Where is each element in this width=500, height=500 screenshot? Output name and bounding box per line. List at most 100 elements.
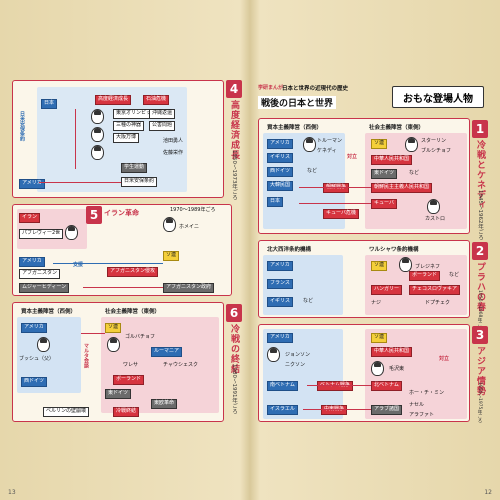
invasion-box: アフガニスタン侵攻 bbox=[107, 267, 159, 277]
johnson-face bbox=[267, 347, 280, 362]
johnson-label: ジョンソン bbox=[285, 352, 311, 358]
student-movement-box: 学生運動 bbox=[121, 163, 148, 173]
east-header: 社会主義陣営（東側） bbox=[369, 125, 425, 131]
uk-box: イギリス bbox=[267, 153, 294, 163]
section-6-number: 6 bbox=[226, 304, 242, 322]
east-header: 社会主義陣営（東側） bbox=[105, 309, 161, 315]
america-box: アメリカ bbox=[21, 323, 47, 333]
america-box: アメリカ bbox=[19, 257, 45, 267]
section-5-dates: 1970〜1989年ごろ bbox=[170, 207, 216, 213]
security-treaty-box: 日米安保条約 bbox=[121, 177, 158, 187]
oil-crisis-box: 石油危機 bbox=[143, 95, 170, 105]
castro-label: カストロ bbox=[425, 216, 446, 222]
nato-header: 北大西洋条約機構 bbox=[267, 247, 312, 253]
connector-line bbox=[307, 385, 371, 386]
west-germany-box: 西ドイツ bbox=[267, 167, 294, 177]
mao-label: 毛沢東 bbox=[389, 366, 405, 372]
west-header: 資本主義陣営（西側） bbox=[21, 309, 77, 315]
america-box: アメリカ bbox=[267, 333, 293, 343]
dubcek-label: ドプチェク bbox=[425, 300, 451, 306]
truman-face bbox=[303, 137, 316, 152]
section-1-title: 冷戦とケネディ bbox=[475, 140, 485, 210]
khomeini-label: ホメイニ bbox=[179, 224, 200, 230]
ho-chi-minh-label: ホー・チ・ミン bbox=[409, 390, 445, 396]
connector-line bbox=[303, 409, 371, 410]
expo-box: 大阪万博 bbox=[113, 133, 140, 143]
soviet-box: ソ連 bbox=[105, 323, 122, 333]
connector-line bbox=[81, 333, 105, 334]
pahlavi-face bbox=[65, 225, 78, 240]
afghan-govt-box: アフガニスタン政府 bbox=[163, 283, 215, 293]
america-box: アメリカ bbox=[19, 179, 45, 189]
right-page-number: 12 bbox=[484, 489, 492, 496]
characters-title-box: おもな登場人物 bbox=[392, 86, 484, 108]
east-europe-revolution-box: 東欧革命 bbox=[151, 399, 178, 409]
korea-box: 大韓民国 bbox=[267, 181, 294, 191]
poland-box: ポーランド bbox=[113, 375, 145, 385]
iran-box: イラン bbox=[19, 213, 41, 223]
support-label: 支援 bbox=[73, 262, 84, 268]
pahlavi-box: パフレヴィー2世 bbox=[19, 229, 64, 239]
section-3-dates: 1950〜1975年ごろ bbox=[477, 382, 482, 423]
warsaw-header: ワルシャワ条約機構 bbox=[369, 247, 419, 253]
france-box: フランス bbox=[267, 279, 293, 289]
left-page-number: 13 bbox=[8, 489, 16, 496]
soviet-box: ソ連 bbox=[163, 251, 180, 261]
khomeini-face bbox=[163, 217, 176, 232]
connector-line bbox=[39, 182, 121, 183]
connector-line bbox=[75, 109, 76, 169]
soviet-box: ソ連 bbox=[371, 333, 388, 343]
section-4-dates: 1950〜1973年ごろ bbox=[231, 150, 237, 200]
connector-line bbox=[53, 263, 163, 264]
section-5-panel: イラン パフレヴィー2世 ホメイニ アメリカ ソ連 アフガニスタン ムジャーヒデ… bbox=[12, 204, 232, 296]
khrushchev-label: ブルシチョフ bbox=[421, 148, 452, 154]
pm-sato-label: 佐藤栄作 bbox=[163, 150, 184, 156]
afghanistan-box: アフガニスタン bbox=[19, 269, 61, 279]
pm-yoshida-face bbox=[91, 145, 104, 160]
poland-box: ポーランド bbox=[409, 271, 441, 281]
confrontation-label: 対立 bbox=[439, 356, 450, 362]
czechoslovakia-box: チェコスロヴァキア bbox=[409, 285, 461, 295]
mao-face bbox=[371, 361, 384, 376]
prc-box: 中華人民共和国 bbox=[371, 347, 413, 357]
east-etc-label: など bbox=[409, 170, 420, 176]
confrontation-label: 対立 bbox=[347, 154, 358, 160]
section-2-number: 2 bbox=[472, 242, 488, 260]
section-2-dates: 1956〜1968年ごろ bbox=[477, 290, 482, 331]
prc-box: 中華人民共和国 bbox=[371, 155, 413, 165]
arafat-label: アラファト bbox=[409, 412, 435, 418]
brezhnev-face bbox=[399, 257, 412, 272]
cuba-box: キューバ bbox=[371, 199, 397, 209]
south-vietnam-box: 南ベトナム bbox=[267, 381, 298, 391]
section-4-title: 高度経済成長 bbox=[229, 100, 239, 160]
section-4-panel: 日本 高度経済成長 石油危機 東京オリンピック 三種の神器 大阪万博 沖縄返還 … bbox=[12, 80, 224, 198]
section-2-panel: 北大西洋条約機構 ワルシャワ条約機構 アメリカ フランス イギリス など ソ連 … bbox=[258, 240, 470, 318]
cuban-crisis-box: キューバ危機 bbox=[323, 209, 359, 219]
berlin-wall-box: ベルリンの壁崩壊 bbox=[43, 407, 90, 417]
section-2-title: プラハの春 bbox=[475, 262, 485, 312]
kennedy-label: ケネディ bbox=[317, 148, 337, 154]
gorbachev-face bbox=[107, 337, 120, 352]
pm-ikeda-face bbox=[91, 109, 104, 124]
malta-label: マルタ会談 bbox=[83, 343, 89, 368]
stalin-face bbox=[405, 137, 418, 152]
bush-face bbox=[37, 337, 50, 352]
mujahideen-box: ムジャーヒディーン bbox=[19, 283, 70, 293]
hungary-box: ハンガリー bbox=[371, 285, 403, 295]
connector-line bbox=[299, 187, 371, 188]
series-title: 日本と世界の近現代の歴史 bbox=[282, 86, 349, 92]
section-3-panel: アメリカ ジョンソン ニクソン 南ベトナム イスラエル ソ連 中華人民共和国 毛… bbox=[258, 324, 470, 422]
soviet-box: ソ連 bbox=[371, 139, 388, 149]
arab-states-box: アラブ諸国 bbox=[371, 405, 403, 415]
treaty-vertical-label: 日米安保条約 bbox=[19, 111, 25, 141]
castro-face bbox=[427, 199, 440, 214]
connector-line bbox=[83, 287, 163, 288]
characters-title: おもな登場人物 bbox=[403, 93, 473, 105]
nasser-label: ナセル bbox=[409, 402, 425, 408]
section-1-dates: 1945〜1962年ごろ bbox=[477, 190, 483, 240]
brezhnev-label: ブレジネフ bbox=[415, 264, 441, 270]
section-3-title: アジア情勢 bbox=[475, 346, 485, 396]
pollution-box: 公害問題 bbox=[149, 121, 176, 131]
truman-label: トルーマン bbox=[317, 138, 343, 144]
section-6-dates: 1980〜1991年ごろ bbox=[231, 364, 237, 414]
